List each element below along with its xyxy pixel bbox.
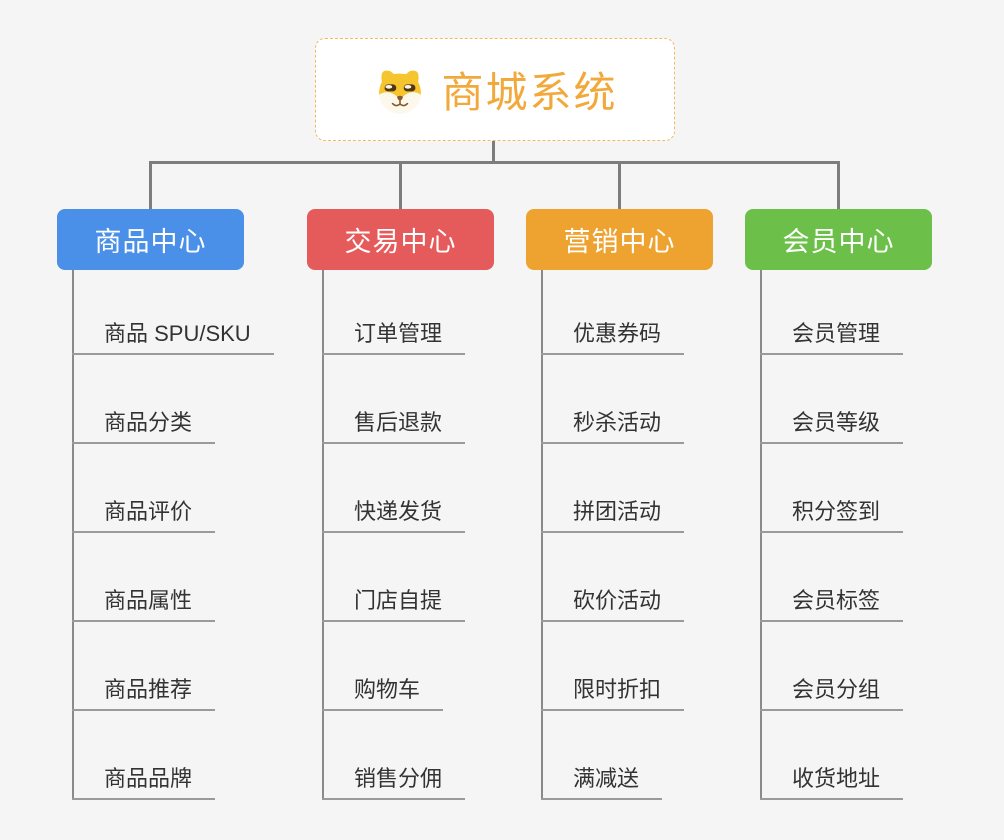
- leaf-node[interactable]: 拼团活动: [541, 495, 685, 533]
- branch-trunk-line: [72, 270, 74, 800]
- branch-node[interactable]: 会员中心: [745, 209, 932, 270]
- leaf-node[interactable]: 门店自提: [322, 584, 466, 622]
- leaf-node[interactable]: 积分签到: [760, 495, 904, 533]
- connector-drop-3: [618, 161, 621, 210]
- branch-node[interactable]: 营销中心: [526, 209, 713, 270]
- leaf-node[interactable]: 会员标签: [760, 584, 904, 622]
- root-node[interactable]: 商城系统: [315, 38, 675, 141]
- branch-trunk-line: [322, 270, 324, 800]
- branch-node[interactable]: 交易中心: [307, 209, 494, 270]
- leaf-node[interactable]: 商品推荐: [72, 673, 216, 711]
- branch-1: 商品中心商品 SPU/SKU 商品分类商品评价商品属性商品推荐商品品牌: [57, 209, 274, 809]
- branch-node[interactable]: 商品中心: [57, 209, 244, 270]
- leaf-node[interactable]: 会员等级: [760, 406, 904, 444]
- shiba-dog-icon: [379, 70, 422, 114]
- leaf-node[interactable]: 限时折扣: [541, 673, 685, 711]
- leaf-node[interactable]: 会员管理: [760, 317, 904, 355]
- branch-3: 营销中心优惠券码秒杀活动拼团活动砍价活动限时折扣满减送: [526, 209, 713, 809]
- branch-4: 会员中心会员管理会员等级积分签到会员标签会员分组收货地址: [745, 209, 932, 809]
- leaf-node[interactable]: 商品评价: [72, 495, 216, 533]
- leaf-node[interactable]: 订单管理: [322, 317, 466, 355]
- connector-drop-2: [399, 161, 402, 210]
- connector-drop-4: [837, 161, 840, 210]
- leaf-node[interactable]: 砍价活动: [541, 584, 685, 622]
- leaf-node[interactable]: 收货地址: [760, 762, 904, 800]
- connector-root-stub: [492, 141, 495, 163]
- leaf-node[interactable]: 购物车: [322, 673, 444, 711]
- connector-drop-1: [149, 161, 152, 210]
- leaf-node[interactable]: 秒杀活动: [541, 406, 685, 444]
- leaf-node[interactable]: 商品 SPU/SKU: [72, 317, 274, 355]
- root-title: 商城系统: [441, 69, 618, 116]
- leaf-node[interactable]: 商品分类: [72, 406, 216, 444]
- leaf-node[interactable]: 销售分佣: [322, 762, 466, 800]
- leaf-node[interactable]: 会员分组: [760, 673, 904, 711]
- connector-horizontal-bus: [149, 161, 840, 164]
- leaf-node[interactable]: 优惠券码: [541, 317, 685, 355]
- leaf-node[interactable]: 商品属性: [72, 584, 216, 622]
- branch-trunk-line: [541, 270, 543, 800]
- leaf-node[interactable]: 商品品牌: [72, 762, 216, 800]
- branch-2: 交易中心订单管理售后退款快递发货门店自提购物车销售分佣: [307, 209, 494, 809]
- leaf-node[interactable]: 快递发货: [322, 495, 466, 533]
- leaf-node[interactable]: 满减送: [541, 762, 663, 800]
- leaf-node[interactable]: 售后退款: [322, 406, 466, 444]
- branch-trunk-line: [760, 270, 762, 800]
